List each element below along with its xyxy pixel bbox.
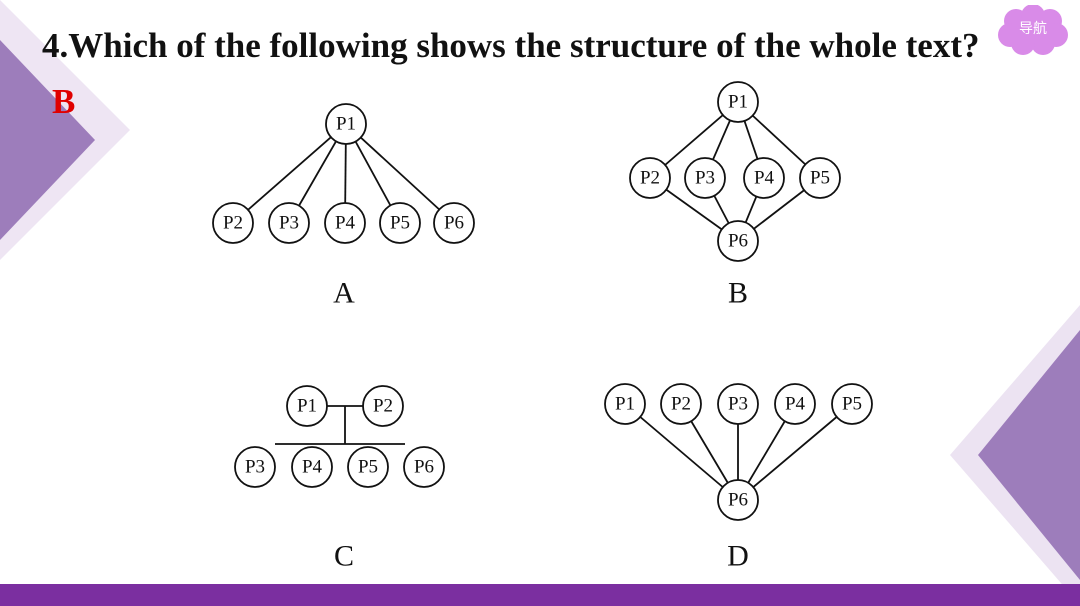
node-c-p4 [291, 446, 333, 488]
diagram-a[interactable] [212, 103, 475, 244]
node-c-p5 [347, 446, 389, 488]
label-a-p5: P5 [390, 213, 410, 234]
label-c-p5: P5 [358, 457, 378, 478]
node-d-p3 [717, 383, 759, 425]
answer-text: B [52, 82, 76, 121]
edge-d-p1-p6 [624, 403, 739, 501]
label-d-p5: P5 [842, 394, 862, 415]
left-triangle-dark [0, 40, 95, 240]
edge-a-p1-p6 [345, 123, 455, 224]
node-a-p2 [212, 202, 254, 244]
label-b-p5: P5 [810, 168, 830, 189]
node-c-p6 [403, 446, 445, 488]
label-d-p1: P1 [615, 394, 635, 415]
label-b-p1: P1 [728, 92, 748, 113]
label-a-p6: P6 [444, 213, 464, 234]
question-body: 4.Which of the following shows the struc… [42, 26, 980, 65]
bottom-accent-bar [0, 584, 1080, 606]
label-c-p1: P1 [297, 396, 317, 417]
node-d-p4 [774, 383, 816, 425]
diagram-c[interactable] [234, 385, 445, 488]
label-a-p4: P4 [335, 213, 356, 234]
right-triangle-dark [978, 330, 1080, 580]
label-a-p1: P1 [336, 114, 356, 135]
option-a-label: A [333, 277, 355, 310]
label-d-p2: P2 [671, 394, 691, 415]
label-c-p3: P3 [245, 457, 265, 478]
label-d-p6: P6 [728, 490, 748, 511]
label-a-p3: P3 [279, 213, 299, 234]
edge-a-p1-p2 [232, 123, 347, 224]
node-d-p2 [660, 383, 702, 425]
diagram-d[interactable] [604, 383, 873, 521]
node-a-p1 [325, 103, 367, 145]
label-b-p6: P6 [728, 231, 748, 252]
label-c-p2: P2 [373, 396, 393, 417]
option-c-label: C [334, 540, 354, 573]
diagram-b[interactable] [629, 81, 841, 262]
node-c-p3 [234, 446, 276, 488]
node-b-p5 [799, 157, 841, 199]
node-b-p4 [743, 157, 785, 199]
option-b-label: B [728, 277, 748, 310]
nav-button[interactable]: 导航 [996, 5, 1070, 55]
edge-d-p5-p6 [737, 403, 853, 501]
nav-label: 导航 [1019, 21, 1047, 37]
label-b-p2: P2 [640, 168, 660, 189]
node-b-p2 [629, 157, 671, 199]
node-a-p3 [268, 202, 310, 244]
node-d-p6 [717, 479, 759, 521]
label-d-p4: P4 [785, 394, 806, 415]
question-text: 4.Which of the following shows the struc… [42, 18, 1002, 130]
node-c-p2 [362, 385, 404, 427]
node-d-p1 [604, 383, 646, 425]
node-c-p1 [286, 385, 328, 427]
node-b-p3 [684, 157, 726, 199]
node-a-p5 [379, 202, 421, 244]
option-d-label: D [727, 540, 749, 573]
node-b-p1 [717, 81, 759, 123]
node-a-p4 [324, 202, 366, 244]
label-a-p2: P2 [223, 213, 243, 234]
node-d-p5 [831, 383, 873, 425]
label-c-p4: P4 [302, 457, 323, 478]
label-d-p3: P3 [728, 394, 748, 415]
label-b-p3: P3 [695, 168, 715, 189]
node-a-p6 [433, 202, 475, 244]
label-b-p4: P4 [754, 168, 775, 189]
node-b-p6 [717, 220, 759, 262]
label-c-p6: P6 [414, 457, 434, 478]
cloud-icon [998, 5, 1068, 55]
